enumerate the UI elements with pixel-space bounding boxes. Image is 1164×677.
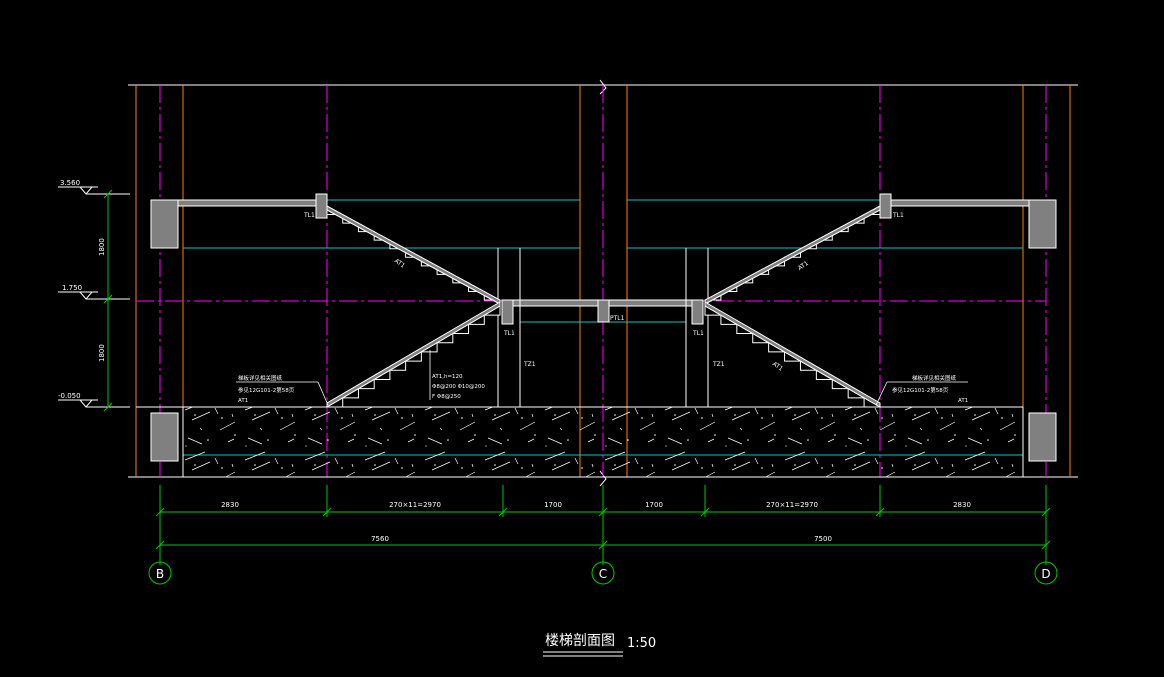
stair-flights	[325, 205, 882, 408]
beam-block-right-top	[1028, 199, 1057, 249]
dim-seg2: 270×11=2970	[389, 501, 441, 509]
label-at-spec: AT1,h=120	[432, 374, 463, 380]
stair-flight-lower-right-slab	[704, 301, 881, 408]
axis-label-d: D	[1041, 567, 1050, 581]
tl1-mid-left	[501, 299, 514, 325]
dim-total-right: 7500	[814, 535, 832, 543]
dim-seg3: 1700	[544, 501, 562, 509]
note-right-3: AT1	[958, 398, 968, 404]
lower-height-label: 1800	[98, 344, 106, 362]
label-rebar-1: Φ8@200 Φ10@200	[432, 384, 485, 390]
note-leaders	[236, 381, 968, 406]
elevation-markers	[58, 186, 130, 408]
label-tz1-left: TZ1	[523, 361, 536, 368]
label-ptl1: PTL1	[610, 315, 625, 322]
label-tl1-mid-left: TL1	[503, 330, 515, 337]
level-base: -0.050	[58, 392, 81, 400]
dim-seg6: 2830	[953, 501, 971, 509]
label-rebar-2: F Φ8@250	[432, 394, 461, 400]
note-right-2: 参见12G101-2第58页	[892, 386, 949, 394]
level-dimension	[103, 189, 113, 412]
label-at-upper-left: AT1	[393, 257, 406, 269]
label-tl1-left: TL1	[303, 212, 315, 219]
dim-seg1: 2830	[221, 501, 239, 509]
dim-seg5: 270×11=2970	[766, 501, 818, 509]
beam-block-right-bottom	[1028, 412, 1057, 462]
axis-label-b: B	[156, 567, 164, 581]
beam-block-left-bottom	[150, 412, 179, 462]
ground-slab	[182, 406, 1024, 478]
tl1-left-top	[315, 193, 328, 219]
stair-flight-lower-left-slab	[326, 301, 501, 408]
tz1-columns	[497, 248, 709, 407]
axis-bubble-b[interactable]: B	[148, 561, 172, 585]
drawing-scale: 1:50	[627, 636, 656, 651]
drawing-title: 楼梯剖面图	[545, 633, 615, 649]
beam-block-left-top	[150, 199, 179, 249]
axis-bubble-c[interactable]: C	[591, 561, 615, 585]
note-right-1: 梯板详见相关图纸	[912, 374, 957, 382]
upper-height-label: 1800	[98, 238, 106, 256]
dimension-lines	[155, 485, 1051, 565]
label-tl1-right: TL1	[892, 212, 904, 219]
label-at-lower-right: AT1	[771, 360, 784, 372]
note-left-3: AT1	[238, 398, 248, 404]
label-tz1-right: TZ1	[712, 361, 725, 368]
beam-blocks	[150, 193, 1057, 462]
dim-total-left: 7560	[371, 535, 389, 543]
stair-flight-upper-right-slab	[704, 205, 881, 305]
dim-seg4: 1700	[645, 501, 663, 509]
tl1-mid-right	[691, 299, 704, 325]
ptl1-mid	[597, 299, 610, 323]
level-top: 3.560	[60, 179, 80, 187]
note-left-1: 梯板详见相关图纸	[238, 374, 283, 382]
label-at-upper-right: AT1	[797, 260, 810, 272]
tl1-right-top	[879, 193, 892, 219]
level-mid: 1.750	[62, 284, 82, 292]
axis-label-c: C	[599, 567, 607, 581]
axis-bubble-d[interactable]: D	[1034, 561, 1058, 585]
label-tl1-mid-right: TL1	[692, 330, 704, 337]
note-left-2: 参见12G101-2第58页	[238, 386, 295, 394]
stair-flight-upper-left-slab	[326, 205, 501, 305]
